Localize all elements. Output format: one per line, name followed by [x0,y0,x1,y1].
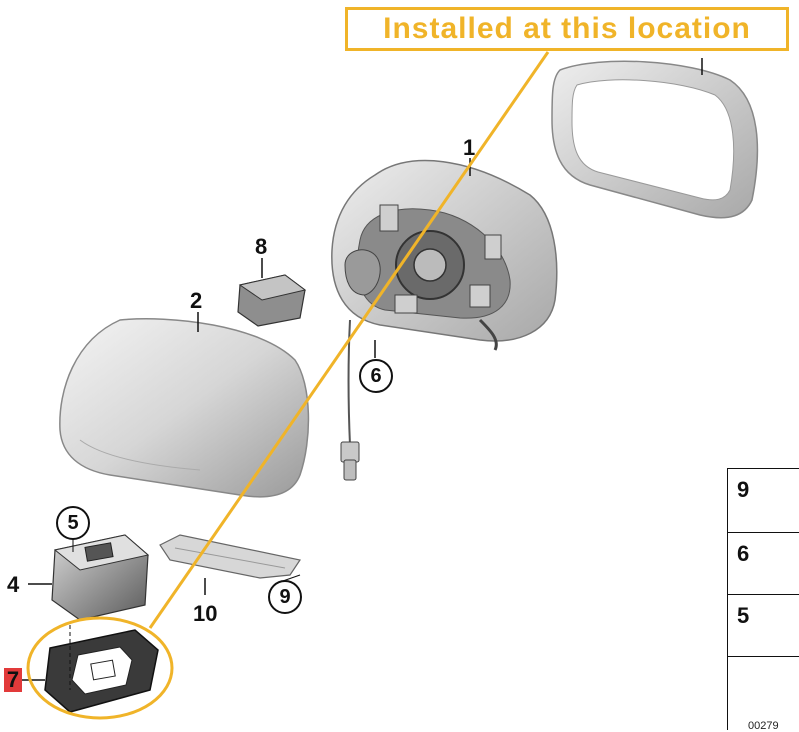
highlight-callout [26,51,550,720]
base-block [28,534,150,621]
callout-text: Installed at this location [383,12,751,45]
fastener-row: 6 [727,532,799,594]
mirror-frame [551,58,759,219]
part-number-10: 10 [193,601,218,626]
part-number-4: 4 [7,572,20,597]
fastener-table: 9 6 5 [727,468,799,730]
fastener-label: 5 [737,603,750,628]
part-number-1: 1 [463,135,476,160]
trim-strip [159,534,301,595]
circled-number-9: 9 [268,580,302,614]
part-number-8: 8 [255,234,268,259]
wiring-cable [340,319,376,481]
fastener-label: 9 [737,477,750,502]
arrow-cell [727,656,799,730]
fastener-label: 6 [737,541,750,566]
connector-block [237,258,307,327]
base-gasket [22,625,159,713]
mirror-cap [59,312,310,498]
callout-box: Installed at this location [345,7,789,51]
circled-number-6: 6 [359,359,393,393]
circled-number-5: 5 [56,506,90,540]
part-number-7-highlighted: 7 [4,668,22,692]
diagram-reference: 00279 [748,720,779,732]
fastener-row: 9 [727,468,799,532]
part-number-2: 2 [190,288,203,313]
mirror-housing [331,158,558,351]
fastener-row: 5 [727,594,799,656]
